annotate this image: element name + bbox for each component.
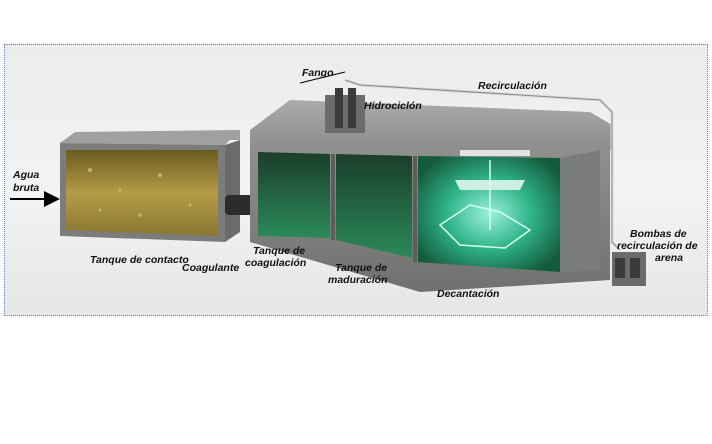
label-coagulant: Coagulante: [182, 262, 239, 274]
label-pumps-1: Bombas de: [630, 228, 687, 240]
label-contact-tank: Tanque de contacto: [90, 254, 189, 266]
label-inlet-1: Agua: [12, 169, 39, 181]
label-mat-tank-1: Tanque de: [335, 262, 387, 274]
label-hydrocyclone: Hidrociclón: [364, 100, 422, 112]
label-recirculation: Recirculación: [478, 80, 547, 92]
label-sludge: Fango: [302, 67, 334, 79]
contact-tank: [60, 130, 240, 242]
label-inlet-2: bruta: [13, 182, 39, 194]
treatment-block: [250, 88, 612, 292]
recirculation-pumps: [612, 252, 646, 286]
label-coag-tank-1: Tanque de: [253, 245, 305, 257]
label-pumps-3: arena: [655, 252, 683, 264]
label-coag-tank-2: coagulación: [245, 257, 306, 269]
label-pumps-2: recirculación de: [617, 240, 698, 252]
label-settling: Decantación: [437, 288, 499, 300]
label-mat-tank-2: maduración: [328, 274, 388, 286]
